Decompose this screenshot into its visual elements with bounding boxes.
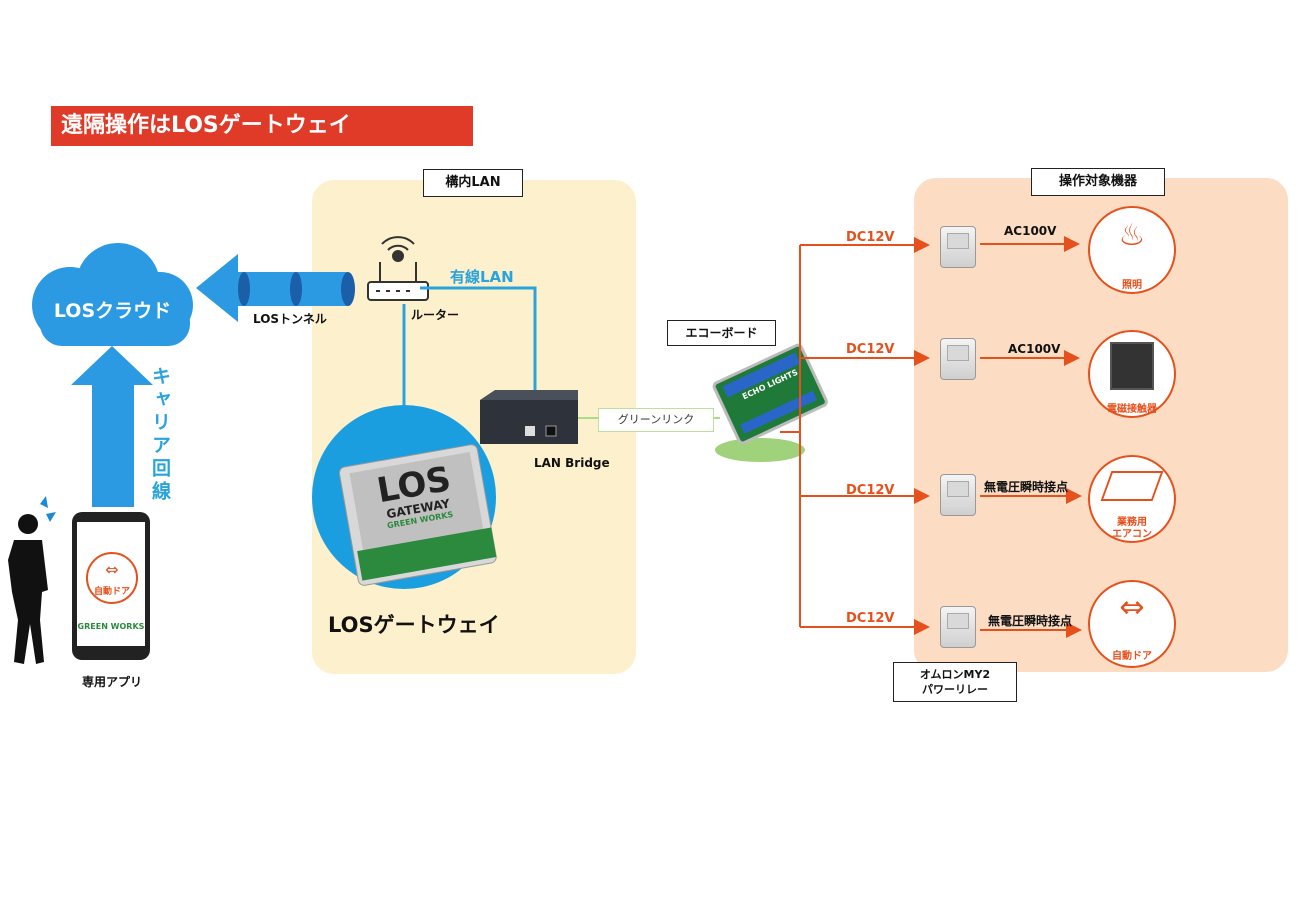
device-label-line1: 業務用 — [1117, 517, 1147, 528]
signal-label: 無電圧瞬時接点 — [984, 480, 1069, 494]
relay-icon — [940, 606, 976, 648]
lan-zone-label: 構内LAN — [423, 169, 523, 197]
dc-label: DC12V — [846, 611, 895, 626]
echo-shadow — [715, 438, 805, 462]
cloud-label: LOSクラウド — [53, 300, 172, 322]
aircon-icon — [1100, 471, 1164, 501]
device-label: 電磁接触器 — [1107, 404, 1157, 415]
dc-label: DC12V — [846, 483, 895, 498]
phone-brand: GREEN WORKS — [77, 622, 145, 631]
device-label: 業務用 エアコン — [1088, 517, 1176, 541]
device-circle: ♨ — [1088, 206, 1176, 294]
person-icon — [8, 496, 56, 664]
phone-door-label: 自動ドア — [93, 587, 130, 597]
app-label: 専用アプリ — [82, 675, 143, 689]
lan-bridge-label: LAN Bridge — [534, 456, 610, 470]
wired-lan-label: 有線LAN — [450, 268, 514, 286]
dc-label: DC12V — [846, 342, 895, 357]
signal-label: AC100V — [1008, 342, 1061, 356]
dc-label: DC12V — [846, 230, 895, 245]
device-label: 照明 — [1122, 280, 1142, 291]
echo-board-icon — [712, 343, 828, 445]
cloud-icon — [32, 243, 193, 346]
router-icon — [367, 236, 429, 301]
relay-label-line2: パワーリレー — [922, 683, 988, 696]
phone-door-icon: ⇔ — [105, 560, 119, 579]
relay-icon — [940, 226, 976, 268]
device-circle: ⇔ — [1088, 580, 1176, 668]
carrier-arrow-icon — [71, 346, 153, 507]
tunnel-label: LOSトンネル — [253, 312, 327, 326]
page-title: 遠隔操作はLOSゲートウェイ — [51, 106, 473, 146]
green-link-label: グリーンリンク — [598, 408, 714, 432]
lamp-icon: ♨ — [1118, 218, 1146, 253]
device-label-line2: エアコン — [1112, 529, 1152, 540]
echo-board-label: エコーボード — [667, 320, 776, 346]
signal-label: 無電圧瞬時接点 — [988, 614, 1073, 628]
device-circle — [1088, 330, 1176, 418]
relay-label-line1: オムロンMY2 — [919, 668, 991, 681]
door-icon: ⇔ — [1119, 590, 1145, 625]
device-label: 自動ドア — [1112, 651, 1152, 662]
router-label: ルーター — [411, 308, 460, 322]
phone-icon — [72, 512, 150, 660]
devices-zone-label: 操作対象機器 — [1031, 168, 1165, 196]
gateway-device-icon — [338, 444, 497, 586]
relay-icon — [940, 474, 976, 516]
gateway-label: LOSゲートウェイ — [328, 613, 500, 637]
carrier-label: キャリア回線 — [149, 366, 171, 504]
tunnel-arrow-icon — [196, 254, 355, 322]
contactor-icon — [1110, 342, 1154, 390]
lan-bridge-icon — [480, 390, 578, 444]
device-circle — [1088, 455, 1176, 543]
signal-label: AC100V — [1004, 224, 1057, 238]
relay-icon — [940, 338, 976, 380]
relay-label: オムロンMY2 パワーリレー — [893, 662, 1017, 702]
